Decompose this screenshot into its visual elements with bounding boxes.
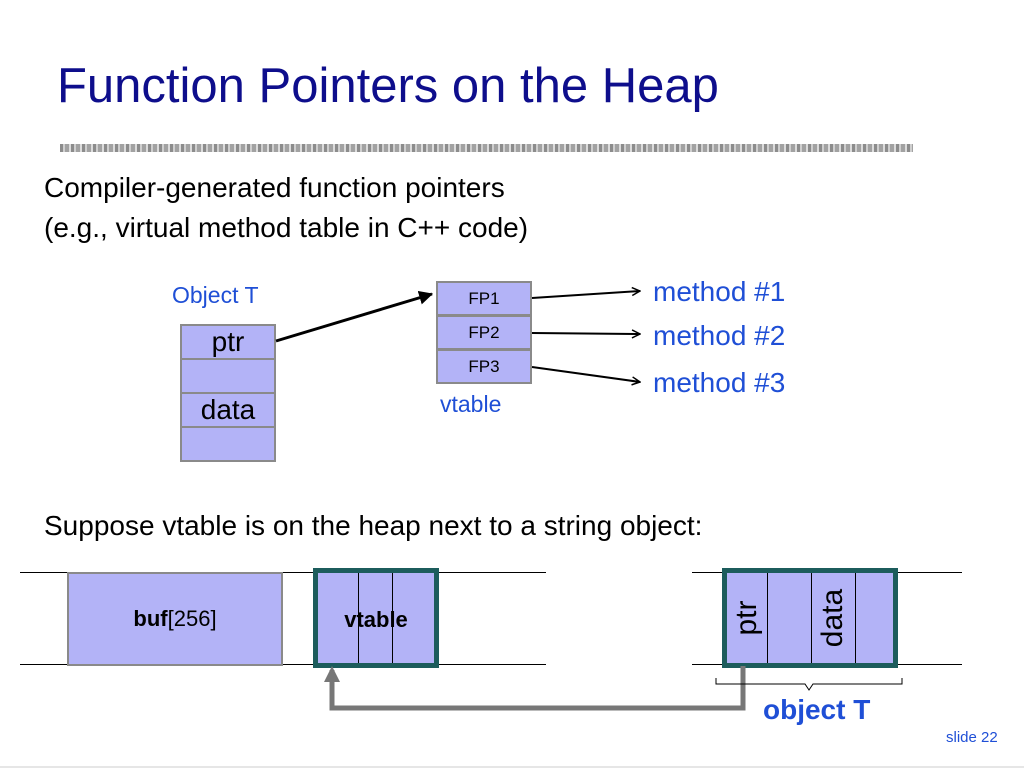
heap-object-divider-1 <box>767 573 768 663</box>
object-t-label: Object T <box>172 282 259 308</box>
buf-box: buf[256] <box>67 572 283 666</box>
method-3-label: method #3 <box>653 367 786 398</box>
heap-object-divider-2 <box>811 573 812 663</box>
object-t-heap-label: object T <box>763 694 871 725</box>
vtable-label: vtable <box>440 391 502 417</box>
slide-number: slide 22 <box>946 729 998 746</box>
heap-object-divider-3 <box>855 573 856 663</box>
vtable-cell-fp1: FP1 <box>436 281 532 316</box>
fp1-arrow <box>531 291 640 299</box>
fp2-arrow <box>531 333 640 334</box>
method-1-label: method #1 <box>653 276 786 307</box>
heap-vtable-divider-2 <box>392 573 393 663</box>
object-ptr-to-vtable-arrow <box>329 666 746 711</box>
object-cell-ptr: ptr <box>180 324 276 360</box>
buf-size-label: [256] <box>167 606 217 631</box>
vtable-arrowhead <box>324 666 340 682</box>
heap-top-line-left <box>20 572 546 573</box>
ptr-to-vtable-arrow <box>275 290 434 343</box>
suppose-text: Suppose vtable is on the heap next to a … <box>44 510 703 541</box>
title-divider <box>60 144 913 152</box>
heap-vtable-divider-1 <box>358 573 359 663</box>
heap-object-box: ptr data <box>722 568 898 668</box>
object-cell-empty-2 <box>180 426 276 462</box>
page-title: Function Pointers on the Heap <box>57 59 719 113</box>
intro-line-1: Compiler-generated function pointers <box>44 172 505 203</box>
heap-bottom-line-left <box>20 664 546 665</box>
intro-line-2: (e.g., virtual method table in C++ code) <box>44 212 529 243</box>
heap-vtable-label: vtable <box>344 607 408 632</box>
object-t-brace <box>715 678 903 691</box>
vtable-cell-fp3: FP3 <box>436 349 532 384</box>
vtable-cell-fp2: FP2 <box>436 315 532 350</box>
heap-vtable-box: vtable <box>313 568 439 668</box>
fp3-arrow <box>531 366 640 382</box>
method-2-label: method #2 <box>653 320 786 351</box>
object-cell-data: data <box>180 392 276 428</box>
bottom-border <box>0 766 1024 768</box>
buf-bold-label: buf <box>133 606 168 631</box>
